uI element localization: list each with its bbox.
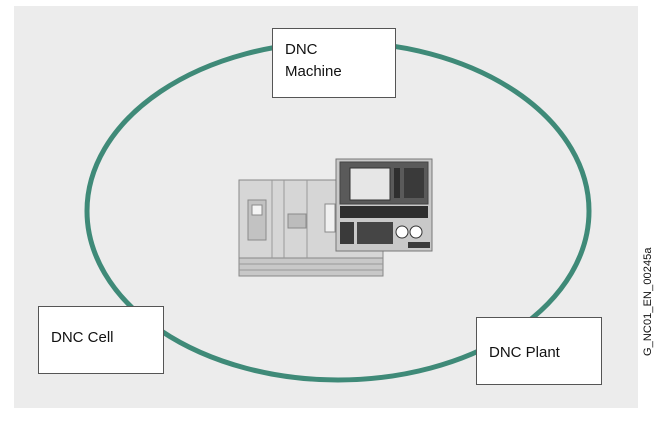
dnc-cell-label: DNC Cell (51, 329, 114, 346)
dnc-machine-line2: Machine (285, 63, 342, 80)
dnc-plant-node: DNC Plant (476, 317, 602, 385)
figure-id-label: G_NC01_EN_00245a (642, 247, 654, 356)
dnc-machine-line1: DNC (285, 41, 318, 58)
dnc-cell-node: DNC Cell (38, 306, 164, 374)
dnc-plant-label: DNC Plant (489, 344, 560, 361)
cnc-machine-icon (238, 158, 433, 277)
dnc-machine-node: DNC Machine (272, 28, 396, 98)
